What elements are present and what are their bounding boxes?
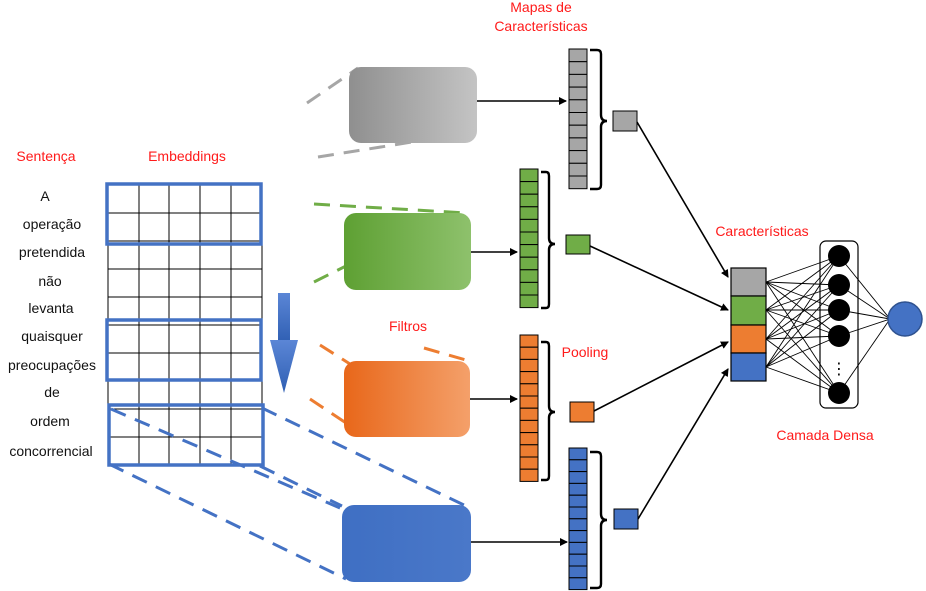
window-highlight-top: [105, 182, 263, 246]
pooling-label: Pooling: [562, 344, 609, 360]
feature-maps-label-line1: Mapas de: [510, 0, 572, 15]
gray-filter: [349, 67, 477, 143]
blue-projection-lines: [108, 406, 467, 581]
dense-layer-label: Camada Densa: [776, 427, 873, 443]
dense-node: [828, 245, 850, 267]
feature-cell-green: [730, 295, 767, 326]
blue-filter: [342, 505, 471, 582]
feature-cell-orange: [730, 324, 767, 354]
blue-pooled-output: [613, 508, 639, 530]
embedding-matrix: [107, 184, 263, 466]
sentence-word: levanta: [28, 300, 73, 316]
features-label: Características: [715, 223, 808, 239]
dense-node: [828, 325, 850, 347]
dense-ellipsis: ⋮: [831, 361, 847, 378]
feature-cell-gray: [730, 267, 767, 297]
dense-node: [828, 382, 850, 404]
orange-filter: [344, 361, 470, 437]
orange-projection-lines: [309, 343, 467, 425]
sentence-word: de: [44, 384, 60, 400]
feature-maps-label-line2: Características: [494, 18, 587, 34]
orange-feature-map: [519, 334, 539, 482]
green-pooled-output: [565, 234, 591, 255]
sentence-header: Sentença: [16, 148, 75, 164]
sentence-word: operação: [23, 216, 82, 232]
dense-layer-nodes: [828, 245, 850, 404]
sentence-word: ordem: [30, 413, 70, 429]
sentence-word: não: [38, 273, 62, 289]
dense-connections: [765, 255, 891, 394]
window-highlight-bottom: [107, 403, 265, 467]
concatenated-features: [730, 267, 767, 382]
pooling-brackets: [541, 48, 608, 590]
blue-feature-map: [568, 447, 588, 591]
slide-down-arrow-icon: [270, 293, 298, 393]
sentence-word: quaisquer: [21, 328, 83, 344]
dense-layer-box: [819, 240, 859, 409]
gray-pooled-output: [612, 110, 638, 132]
green-feature-map: [519, 168, 539, 309]
orange-pooled-output: [569, 401, 595, 423]
sentence-words: A operação pretendida não levanta quaisq…: [8, 188, 96, 459]
window-highlight-middle: [105, 318, 263, 382]
filter-to-map-arrows: [470, 97, 568, 546]
sentence-word: concorrencial: [9, 443, 92, 459]
dense-node: [828, 299, 850, 321]
gray-feature-map: [568, 48, 588, 190]
sentence-word: pretendida: [19, 244, 85, 260]
output-node: [887, 301, 923, 337]
filters-label: Filtros: [389, 318, 427, 334]
feature-cell-blue: [730, 352, 767, 382]
dense-node: [828, 274, 850, 296]
embeddings-header: Embeddings: [148, 148, 226, 164]
green-filter: [344, 213, 471, 290]
sentence-word: preocupações: [8, 357, 96, 373]
pool-to-features-arrows: [589, 121, 729, 520]
sentence-word: A: [40, 188, 50, 204]
